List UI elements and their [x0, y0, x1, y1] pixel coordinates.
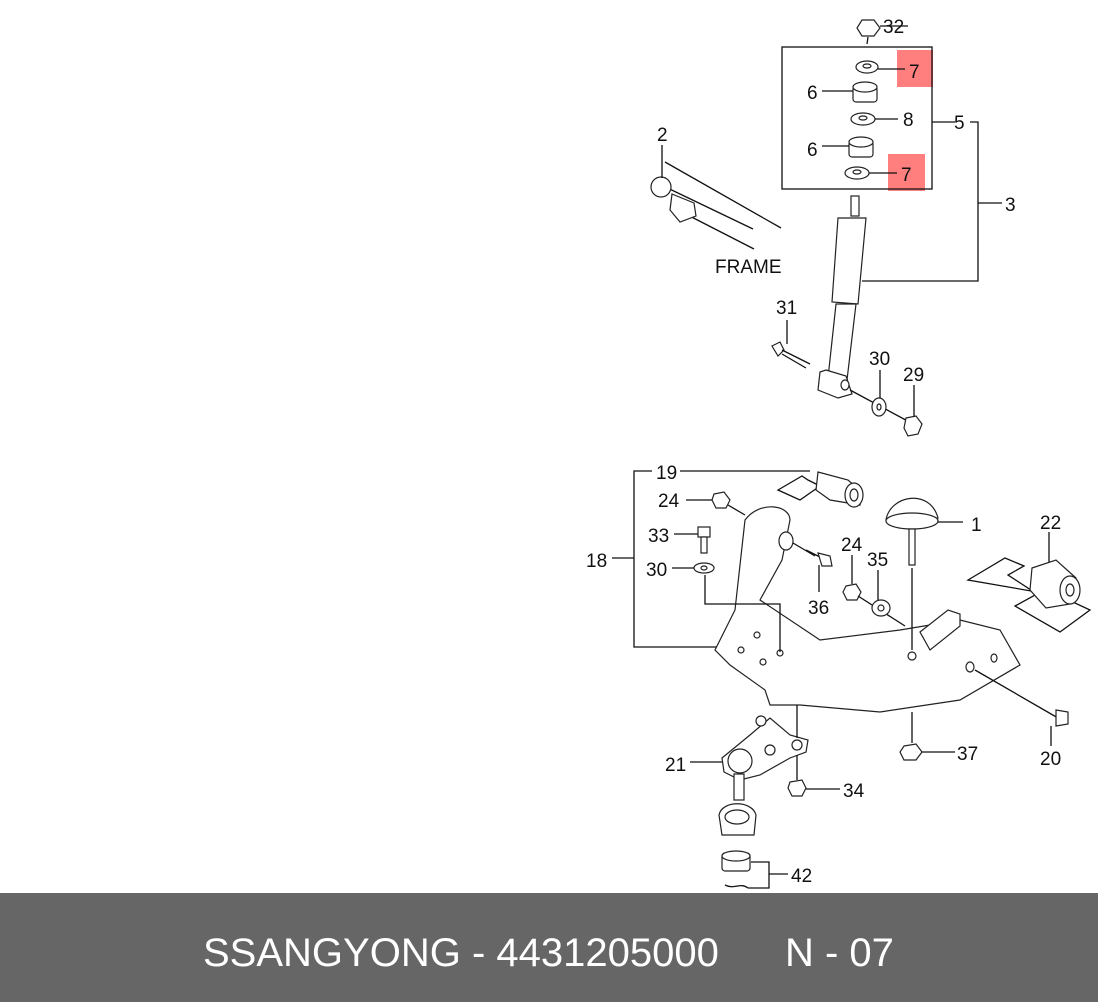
- shock-absorber-group: [650, 19, 1002, 437]
- callout-18: 18: [586, 551, 607, 572]
- callout-33: 33: [648, 526, 669, 547]
- callout-31: 31: [776, 298, 797, 319]
- callout-6-lower: 6: [807, 140, 818, 161]
- callout-7-bottom[interactable]: 7: [901, 165, 912, 186]
- frame-bracket-icon: [650, 176, 672, 198]
- callout-7-top[interactable]: 7: [909, 62, 920, 83]
- callout-20: 20: [1040, 749, 1061, 770]
- page-code: N - 07: [785, 931, 894, 975]
- callout-24-right: 24: [841, 535, 863, 556]
- callout-36: 36: [808, 598, 829, 619]
- parts-diagram: 32 7 6 8 5 6 7 3 2 FRAME 31 30 29 19 24 …: [586, 17, 1092, 889]
- control-arm-icon[interactable]: [714, 506, 1021, 713]
- nut-32-icon: [856, 19, 881, 37]
- frame-label: FRAME: [715, 257, 782, 278]
- callout-21: 21: [665, 755, 686, 776]
- callout-29: 29: [903, 365, 924, 386]
- callout-3: 3: [1005, 195, 1016, 216]
- shock-absorber-icon: [831, 217, 867, 305]
- callout-5: 5: [954, 113, 965, 134]
- callout-8: 8: [903, 110, 914, 131]
- callout-24-left: 24: [658, 491, 680, 512]
- callout-35: 35: [867, 550, 888, 571]
- callout-34: 34: [843, 781, 865, 802]
- brand-part-number: SSANGYONG - 4431205000: [203, 931, 719, 975]
- lower-arm-group: [612, 470, 1092, 889]
- callout-42: 42: [791, 866, 812, 887]
- callout-19: 19: [656, 463, 677, 484]
- callout-37: 37: [957, 744, 978, 765]
- callout-30-upper: 30: [869, 349, 890, 370]
- callout-2: 2: [657, 125, 668, 146]
- callout-30-lower: 30: [646, 560, 667, 581]
- callout-32: 32: [883, 17, 904, 38]
- callout-22: 22: [1040, 513, 1061, 534]
- callout-6-upper: 6: [807, 83, 818, 104]
- callout-1: 1: [971, 515, 982, 536]
- footer-bar: SSANGYONG - 4431205000 N - 07: [0, 893, 1098, 1002]
